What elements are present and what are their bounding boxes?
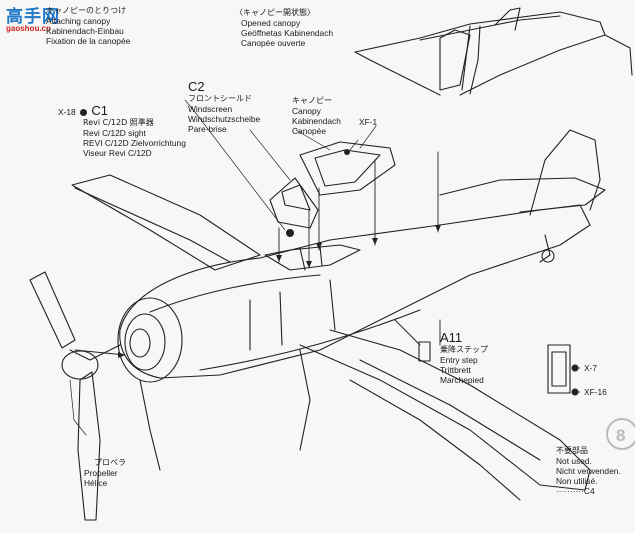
sight-fr: Viseur Revi C/12D bbox=[83, 148, 152, 158]
attaching-de: Kabinendach-Einbau bbox=[46, 26, 124, 36]
windscreen-fr: Pare-brise bbox=[188, 124, 227, 134]
canopy-part bbox=[299, 141, 396, 196]
unused-fr: Non utilisé. bbox=[556, 476, 598, 486]
paint-dot-icon bbox=[80, 109, 88, 117]
site-logo: 高手网 gaoshou.cn bbox=[2, 2, 64, 36]
propeller-label: プロペラ Propeller Hélice bbox=[84, 458, 126, 488]
unused-en: Not used. bbox=[556, 456, 592, 466]
step-number-circle bbox=[606, 418, 635, 450]
step-number: 8 bbox=[616, 426, 625, 445]
opened-jp: 〈キャノピー開状態〉 bbox=[235, 8, 315, 17]
sight-part-number: C1 bbox=[91, 103, 108, 118]
windscreen-part bbox=[269, 177, 319, 229]
entry-step-fr: Marchepied bbox=[440, 375, 484, 385]
unused-parts-label: 不要部品 Not used. Nicht verwenden. Non util… bbox=[556, 446, 621, 496]
leader-lines bbox=[69, 99, 581, 436]
windscreen-en: Windscreen bbox=[188, 104, 233, 114]
entry-step-part bbox=[418, 341, 571, 394]
sight-de: REVI C/12D Zielvorrichtung bbox=[83, 138, 186, 148]
canopy-jp: キャノピー bbox=[292, 96, 332, 105]
entry-step-jp: 乗降ステップ bbox=[440, 345, 488, 354]
sight-jp: Revi C/12D 照準器 bbox=[83, 118, 154, 127]
opened-canopy-inset bbox=[354, 7, 633, 96]
entry-step-en: Entry step bbox=[440, 355, 478, 365]
sight-paint-code: X-18 bbox=[58, 107, 76, 117]
fuselage bbox=[117, 129, 606, 471]
opened-canopy-label: 〈キャノピー開状態〉 Opened canopy Geöffnetas Kabi… bbox=[235, 8, 333, 48]
entry-step-label: A11 乗降ステップ Entry step Trittbrett Marchep… bbox=[440, 330, 488, 386]
wings bbox=[71, 174, 591, 501]
xf1-paint-label: XF-1 bbox=[359, 117, 378, 127]
attaching-jp: キャノピーのとりつけ bbox=[46, 6, 127, 15]
windscreen-part-number: C2 bbox=[188, 79, 205, 94]
propeller-jp: プロペラ bbox=[94, 458, 126, 467]
canopy-label: キャノピー Canopy Kabinendach Canopée bbox=[292, 96, 341, 136]
opened-fr: Canopée ouverte bbox=[241, 38, 306, 48]
attaching-fr: Fixation de la canopée bbox=[46, 36, 131, 46]
windscreen-label: C2 フロントシールド Windscreen Windschutzscheibe… bbox=[188, 79, 261, 135]
entry-step-de: Trittbrett bbox=[440, 365, 471, 375]
unused-jp: 不要部品 bbox=[556, 446, 588, 455]
assembly-arrows bbox=[74, 151, 441, 356]
attaching-en: Attaching canopy bbox=[46, 16, 111, 26]
canopy-en: Canopy bbox=[292, 106, 321, 116]
x7-paint-label: X-7 bbox=[584, 363, 598, 373]
windscreen-jp: フロントシールド bbox=[188, 94, 252, 103]
logo-characters: 高手网 bbox=[6, 7, 60, 27]
sight-en: Revi C/12D sight bbox=[83, 128, 146, 138]
propeller-fr: Hélice bbox=[84, 478, 108, 488]
opened-en: Opened canopy bbox=[241, 18, 301, 28]
attaching-canopy-label: キャノピーのとりつけ Attaching canopy Kabinendach-… bbox=[46, 6, 130, 46]
propeller-en: Propeller bbox=[84, 468, 118, 478]
xf16-paint-label: XF-16 bbox=[584, 387, 607, 397]
canopy-fr: Canopée bbox=[292, 126, 326, 136]
opened-de: Geöffnetas Kabinendach bbox=[241, 28, 334, 38]
logo-url: gaoshou.cn bbox=[6, 24, 51, 33]
sight-label: X-18 C1 Revi C/12D 照準器 Revi C/12D sight … bbox=[58, 103, 186, 159]
propeller-drawing bbox=[29, 271, 121, 521]
unused-part: ··········C4 bbox=[556, 486, 595, 496]
unused-de: Nicht verwenden. bbox=[556, 466, 621, 476]
windscreen-de: Windschutzscheibe bbox=[188, 114, 261, 124]
canopy-de: Kabinendach bbox=[292, 116, 341, 126]
entry-step-part-number: A11 bbox=[440, 330, 463, 345]
